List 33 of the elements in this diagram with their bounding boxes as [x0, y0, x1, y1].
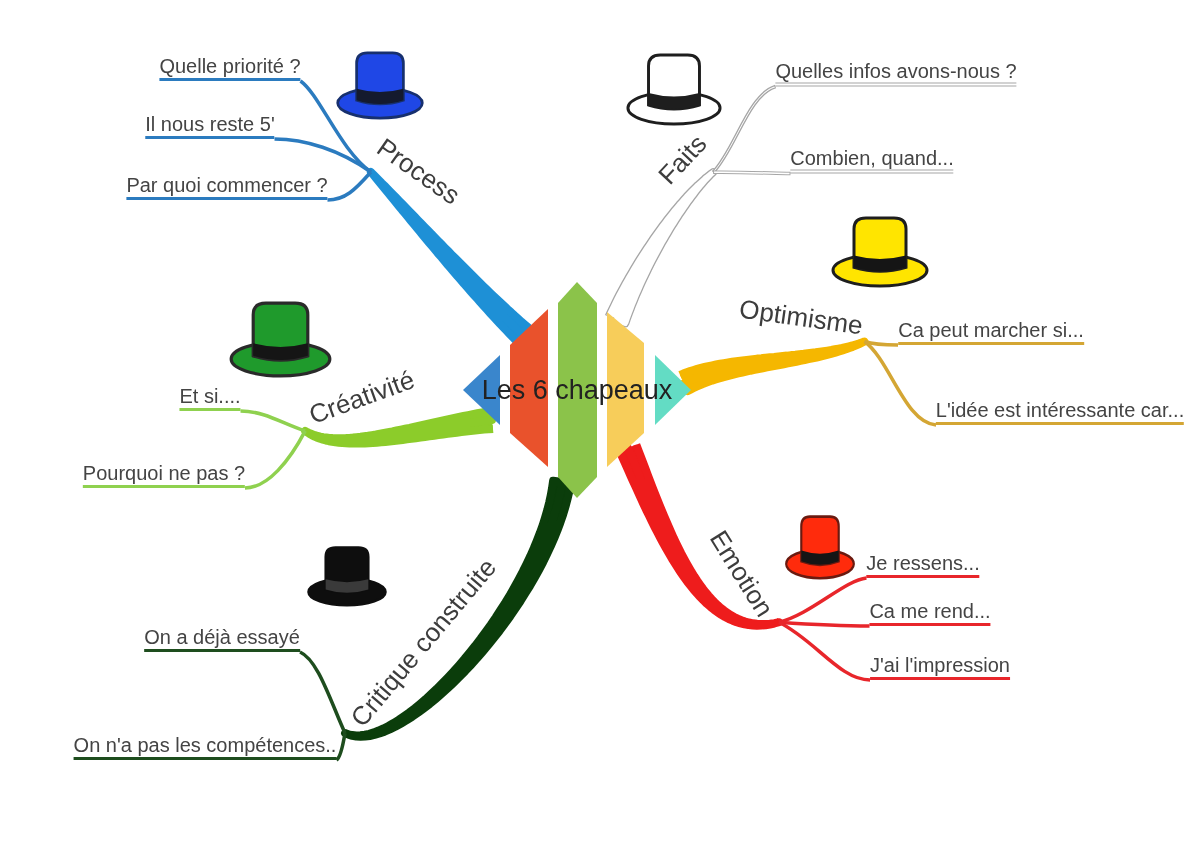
subtopic-label: On a déjà essayé [144, 626, 300, 652]
subtopic-label: Je ressens... [866, 552, 980, 578]
branch-line [711, 84, 777, 174]
subtopic-label: Pourquoi ne pas ? [82, 462, 246, 488]
subtopic-label: Quelle priorité ? [159, 55, 301, 81]
subtopic-label: On n'a pas les compétences.. [73, 734, 337, 760]
branch-ribbon [604, 168, 718, 328]
branch-line [778, 620, 870, 628]
branch-line [778, 620, 871, 682]
branch-label: Optimisme [737, 294, 865, 342]
branch-ribbon [301, 407, 497, 448]
subtopic-label: Et si.... [179, 385, 241, 411]
subtopic-label: Quelles infos avons-nous ? [775, 59, 1017, 87]
branch-line [299, 650, 347, 734]
branch-ribbon [676, 337, 869, 395]
branch-line [335, 732, 347, 762]
branch-ribbon [366, 168, 533, 345]
subtopic-label: Par quoi commencer ? [126, 174, 328, 200]
subtopic-label: J'ai l'impression [870, 654, 1010, 680]
branch-line [244, 430, 307, 490]
branch-line [327, 170, 373, 202]
branch-line [240, 409, 306, 433]
branch-line [863, 340, 937, 427]
subtopic-label: Combien, quand... [790, 146, 954, 174]
branch-line [713, 170, 791, 176]
branch-line [778, 576, 867, 624]
branch-line [864, 339, 898, 347]
subtopic-label: Ca peut marcher si... [898, 319, 1084, 345]
branch-ribbon [615, 440, 783, 630]
branch-ribbon [341, 476, 575, 741]
subtopic-label: L'idée est intéressante car... [935, 399, 1185, 425]
subtopic-label: Ca me rend... [869, 600, 991, 626]
subtopic-label: Il nous reste 5' [145, 113, 275, 139]
